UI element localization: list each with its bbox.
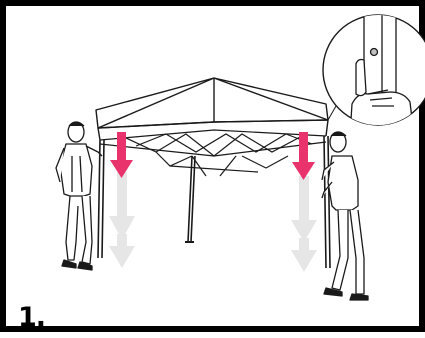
canopy-frame (100, 130, 326, 176)
step-number: 1. (18, 304, 45, 331)
detail-inset (323, 6, 425, 136)
ghost-arrow-left (109, 172, 135, 268)
ghost-arrow-right (291, 176, 317, 272)
person-left (56, 122, 102, 270)
canopy-illustration (6, 6, 425, 338)
